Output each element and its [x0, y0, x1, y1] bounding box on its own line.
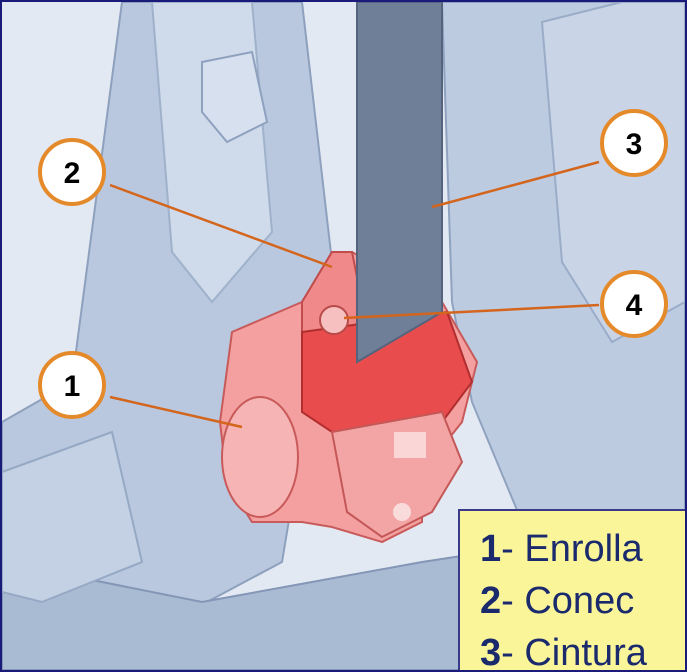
callout-3: 3 — [602, 111, 666, 175]
seat-belt-webbing — [357, 2, 442, 362]
legend-item: 1- Enrolla — [480, 523, 687, 575]
legend-item: 3- Cintura — [480, 627, 687, 672]
legend-box: 1- Enrolla 2- Conec 3- Cintura — [458, 509, 687, 672]
legend-item: 2- Conec — [480, 575, 687, 627]
callout-label: 2 — [64, 157, 81, 190]
mount-slot — [394, 432, 426, 458]
callout-4: 4 — [602, 272, 666, 336]
callout-label: 1 — [64, 370, 81, 403]
retractor-end-cap — [222, 397, 298, 517]
connector-plug — [320, 306, 348, 334]
callout-label: 3 — [626, 128, 643, 161]
callout-label: 4 — [626, 289, 643, 322]
callout-2: 2 — [40, 140, 104, 204]
bolt-hole — [393, 503, 411, 521]
callout-1: 1 — [40, 353, 104, 417]
